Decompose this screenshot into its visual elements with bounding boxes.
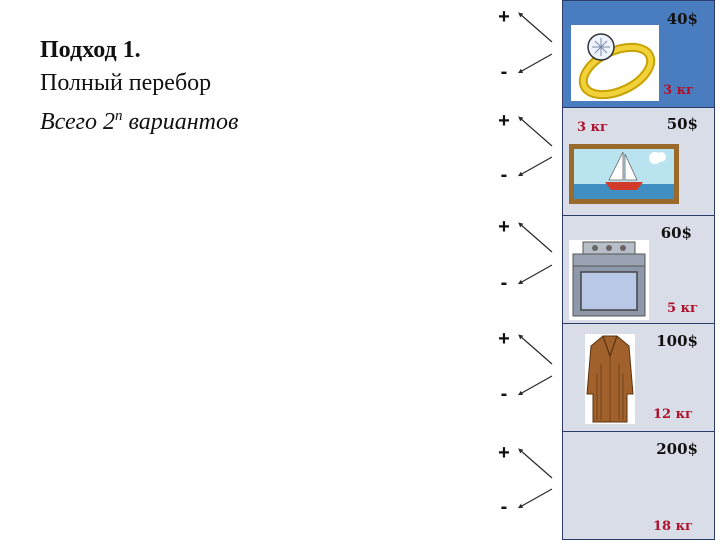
heading-approach: Подход 1. <box>40 37 141 63</box>
minus-sign: - <box>500 272 508 294</box>
plus-sign: + <box>498 110 510 132</box>
plus-sign: + <box>498 328 510 350</box>
item-unknown[interactable]: 200$ 18 кг <box>562 431 715 540</box>
heading-count-suffix: вариантов <box>122 109 239 135</box>
item-painting[interactable]: 3 кг 50$ <box>562 107 715 216</box>
item-coat[interactable]: 100$ 12 кг <box>562 323 715 432</box>
arrow-to-minus <box>517 488 553 509</box>
arrow-to-plus <box>518 334 553 365</box>
item-weight: 3 кг <box>577 120 608 135</box>
arrow-to-plus <box>518 222 553 253</box>
plus-sign: + <box>498 216 510 238</box>
item-price: 40$ <box>666 10 698 28</box>
item-stove[interactable]: 60$ 5 кг <box>562 215 715 324</box>
heading-count: Всего 2n вариантов <box>40 100 238 139</box>
minus-sign: - <box>500 164 508 186</box>
item-weight: 18 кг <box>653 519 693 534</box>
plus-sign: + <box>498 442 510 464</box>
item-price: 60$ <box>660 224 692 242</box>
item-price: 200$ <box>656 440 698 458</box>
arrow-to-plus <box>518 12 553 43</box>
heading: Подход 1. Полный перебор Всего 2n вариан… <box>40 34 238 139</box>
item-ring[interactable]: 40$ 3 кг <box>562 0 715 108</box>
item-weight: 12 кг <box>653 407 693 422</box>
heading-count-exponent: n <box>115 108 123 124</box>
arrow-to-plus <box>518 116 553 147</box>
arrow-to-minus <box>517 156 553 177</box>
item-price: 100$ <box>656 332 698 350</box>
heading-count-prefix: Всего 2 <box>40 109 116 135</box>
arrow-to-minus <box>517 264 553 285</box>
minus-sign: - <box>500 383 508 405</box>
minus-sign: - <box>500 496 508 518</box>
minus-sign: - <box>500 61 508 83</box>
arrow-to-minus <box>517 375 553 396</box>
item-weight: 3 кг <box>663 83 694 98</box>
arrow-to-minus <box>517 53 553 74</box>
item-price: 50$ <box>666 115 698 133</box>
painting-icon <box>569 144 679 204</box>
arrow-to-plus <box>518 448 553 479</box>
heading-method: Полный перебор <box>40 70 212 96</box>
coat-icon <box>585 334 635 424</box>
item-weight: 5 кг <box>667 301 698 316</box>
plus-sign: + <box>498 6 510 28</box>
ring-icon <box>571 25 659 101</box>
stove-icon <box>569 240 649 320</box>
